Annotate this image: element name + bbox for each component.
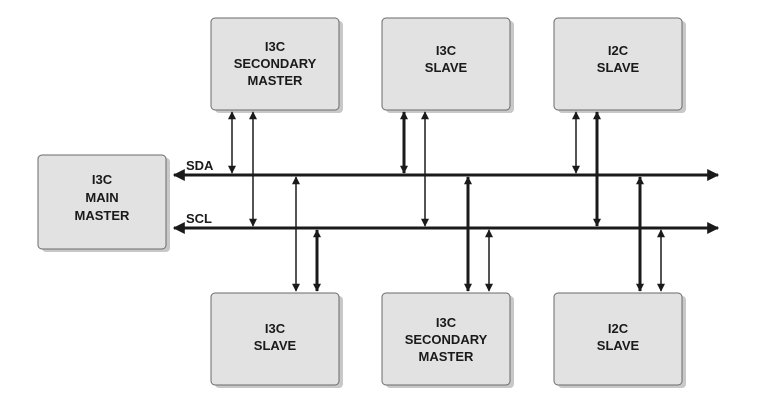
bottom-i2c-slave-box: I2C SLAVE [553,292,686,388]
top-box-2-line-1: I3C [436,43,457,58]
sda-label: SDA [186,158,214,173]
bottom-box-1-line-1: I3C [265,321,286,336]
top-box-2-line-2: SLAVE [425,60,468,75]
top-box-3-line-2: SLAVE [597,60,640,75]
top-i3c-slave-box: I3C SLAVE [381,17,514,113]
bottom-box-1-line-2: SLAVE [254,338,297,353]
scl-label: SCL [186,211,212,226]
top-box-3-line-1: I2C [608,43,629,58]
bottom-box-3-line-1: I2C [608,321,629,336]
top-i2c-slave-box: I2C SLAVE [553,17,686,113]
main-master-line-1: I3C [92,172,113,187]
bottom-i3c-slave-box: I3C SLAVE [210,292,343,388]
bottom-box-2-line-3: MASTER [419,349,475,364]
main-master-line-3: MASTER [75,208,131,223]
top-box-1-line-1: I3C [265,39,286,54]
bottom-secondary-master-box: I3C SECONDARY MASTER [381,292,514,388]
top-box-1-line-2: SECONDARY [234,56,317,71]
bottom-box-2-line-2: SECONDARY [405,332,488,347]
bottom-box-2-line-1: I3C [436,315,457,330]
top-box-1-line-3: MASTER [248,73,304,88]
main-master-box: I3C MAIN MASTER [37,154,170,252]
bottom-box-3-line-2: SLAVE [597,338,640,353]
top-secondary-master-box: I3C SECONDARY MASTER [210,17,343,113]
main-master-line-2: MAIN [85,190,118,205]
